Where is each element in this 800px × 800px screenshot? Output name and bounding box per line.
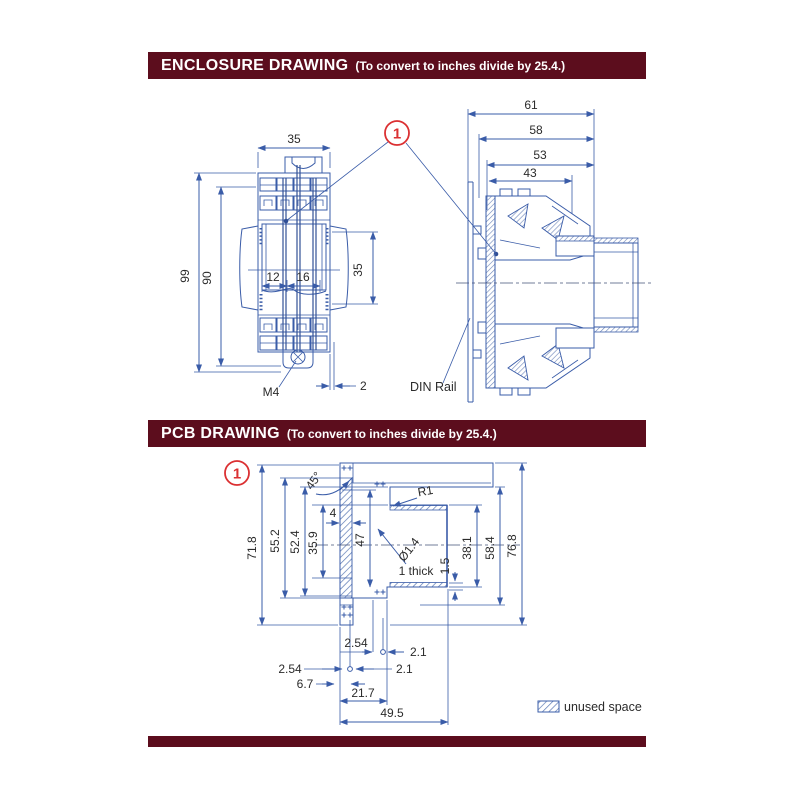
front-terminal-row-bottom <box>259 335 328 351</box>
enclosure-title: ENCLOSURE DRAWING <box>161 56 349 74</box>
enclosure-side-view: 61 58 53 43 <box>410 98 652 403</box>
unused-space-strip <box>339 476 353 599</box>
callout-number-enclosure: 1 <box>393 126 401 143</box>
dim-offset-2: 2 <box>360 379 367 393</box>
dim-right-1-5: 1.5 <box>438 557 452 574</box>
dim-front-inner-height: 90 <box>200 271 214 285</box>
dim-depth-43: 43 <box>523 166 537 180</box>
hatch-swatch <box>537 700 560 713</box>
front-mounting-screw <box>282 349 314 369</box>
pcb-pads <box>341 465 386 618</box>
enclosure-subtitle: (To convert to inches divide by 25.4.) <box>355 58 566 73</box>
pcb-section-header: PCB DRAWING (To convert to inches divide… <box>148 420 646 447</box>
dim-chamfer-45: 45° <box>303 469 325 492</box>
pcb-subtitle: (To convert to inches divide by 25.4.) <box>286 426 497 441</box>
front-terminal-row-2 <box>259 195 328 211</box>
side-top-terminal-block <box>494 188 595 261</box>
dim-left-35-9: 35.9 <box>306 531 320 555</box>
dim-left-47: 47 <box>353 533 367 547</box>
label-din-rail: DIN Rail <box>410 380 457 394</box>
note-1-thick: 1 thick <box>399 564 435 578</box>
din-rail-profile <box>467 181 487 403</box>
footer-rule-bar <box>148 736 646 747</box>
label-m4-screw: M4 <box>263 385 280 399</box>
side-barrel <box>593 237 639 333</box>
pcb-view: 1 45° <box>224 460 642 725</box>
dim-hole-1-4: Ø1.4 <box>395 535 422 564</box>
unused-space-legend: unused space <box>537 700 642 714</box>
front-terminal-row-top <box>259 177 328 192</box>
dim-pitch-12: 12 <box>266 270 280 284</box>
dim-fillet-r1: R1 <box>417 483 435 500</box>
pcb-dimensions: 45° 4 R1 71.8 55.2 52.4 <box>245 462 527 725</box>
dim-right-76-8: 76.8 <box>505 534 519 558</box>
dim-left-52-4: 52.4 <box>288 530 302 554</box>
dim-rail-section: 35 <box>351 263 365 277</box>
dim-bottom-49-5: 49.5 <box>380 706 404 720</box>
dim-bottom-21-7: 21.7 <box>351 686 375 700</box>
dim-bottom-2-1b: 2.1 <box>396 662 413 676</box>
dim-right-38-1: 38.1 <box>460 536 474 560</box>
dim-bottom-6-7: 6.7 <box>297 677 314 691</box>
enclosure-callout-1: 1 <box>283 120 499 257</box>
front-terminal-row-3 <box>259 317 328 333</box>
dim-front-width: 35 <box>287 132 301 146</box>
dim-strip-width: 4 <box>330 506 337 520</box>
dim-right-58-4: 58.4 <box>483 536 497 560</box>
dim-depth-53: 53 <box>533 148 547 162</box>
pcb-title: PCB DRAWING <box>161 424 280 442</box>
side-bottom-terminal-block <box>494 323 595 396</box>
dim-bottom-2-54b: 2.54 <box>278 662 302 676</box>
dim-pitch-16: 16 <box>296 270 310 284</box>
dim-bottom-2-54a: 2.54 <box>344 636 368 650</box>
front-dimensions: 35 99 90 12 16 35 M4 <box>178 132 378 399</box>
enclosure-section-header: ENCLOSURE DRAWING (To convert to inches … <box>148 52 646 79</box>
callout-number-pcb: 1 <box>233 466 241 483</box>
dim-bottom-2-1a: 2.1 <box>410 645 427 659</box>
side-dimensions: 61 58 53 43 <box>467 98 595 241</box>
dim-left-71-8: 71.8 <box>245 536 259 560</box>
dim-front-height: 99 <box>178 269 192 283</box>
dim-left-55-2: 55.2 <box>268 529 282 553</box>
dim-depth-61: 61 <box>524 98 538 112</box>
legend-label: unused space <box>564 700 642 714</box>
enclosure-front-view: 35 99 90 12 16 35 M4 <box>178 132 378 399</box>
dim-depth-58: 58 <box>529 123 543 137</box>
